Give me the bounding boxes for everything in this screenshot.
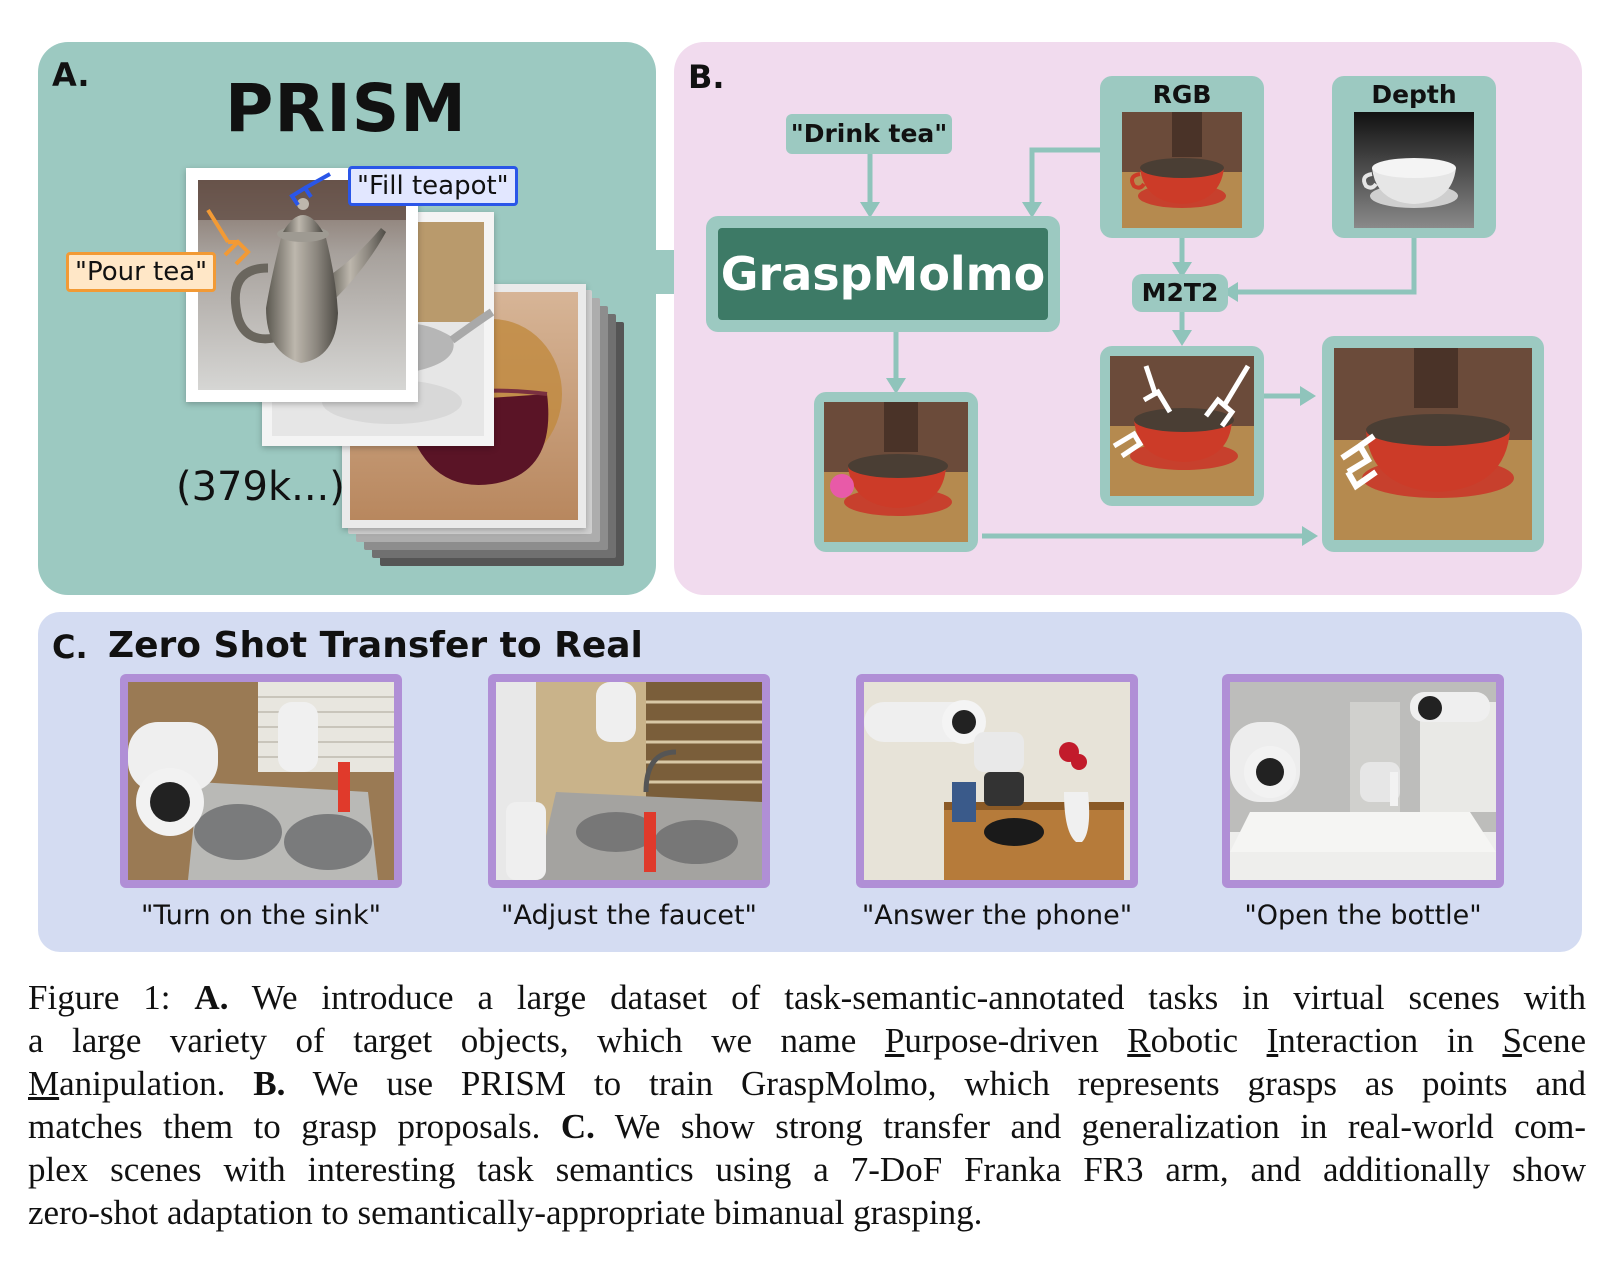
caption-text: We introduce a large dataset of task-sem…	[251, 978, 1587, 1017]
caption-line: Manipulation. B. We use PRISM to train G…	[28, 1062, 1586, 1105]
caption-line: zero-shot adaptation to semantically-app…	[28, 1191, 1586, 1234]
final-grasp-frame	[1322, 336, 1544, 552]
caption-b-label: B.	[253, 1064, 286, 1103]
depth-image	[1354, 112, 1474, 228]
panel-b-letter: B.	[688, 58, 725, 96]
task-caption-sink: "Turn on the sink"	[140, 900, 382, 931]
drink-tea-prompt: "Drink tea"	[786, 114, 952, 154]
caption-underline: S	[1502, 1021, 1522, 1060]
caption-line: Figure 1: A. We introduce a large datase…	[28, 976, 1586, 1019]
teapot-card	[186, 168, 418, 402]
figure-label: Figure 1:	[28, 978, 171, 1017]
fill-teapot-tag: "Fill teapot"	[348, 166, 518, 206]
caption-text: We use PRISM to train GraspMolmo, which …	[312, 1064, 1586, 1103]
caption-c-label: C.	[560, 1107, 595, 1146]
grasp-proposals-frame	[1100, 346, 1264, 506]
caption-underline: M	[28, 1064, 60, 1103]
rgb-frame: RGB	[1100, 76, 1264, 238]
caption-text: cene	[1521, 1021, 1587, 1060]
prism-title: PRISM	[225, 70, 467, 147]
caption-text: obotic	[1150, 1021, 1239, 1060]
pipeline-arrows	[860, 147, 1417, 546]
caption-line: matches them to grasp proposals. C. We s…	[28, 1105, 1586, 1148]
caption-text: We show strong transfer and generalizati…	[614, 1107, 1586, 1146]
final-grasp-image	[1334, 348, 1532, 540]
grasp-markers	[206, 172, 331, 266]
grasp-point-icon	[830, 474, 854, 498]
caption-a-label: A.	[194, 978, 229, 1017]
real-image-faucet-frame	[488, 674, 770, 888]
phone-image	[864, 682, 1130, 880]
panel-c-letter: C.	[52, 628, 88, 666]
caption-underline: R	[1127, 1021, 1151, 1060]
figure-caption: Figure 1: A. We introduce a large datase…	[28, 976, 1586, 1234]
dataset-count: (379k...)	[176, 464, 345, 510]
caption-text: a large variety of target objects, which…	[28, 1021, 857, 1060]
point-prediction-image	[824, 402, 968, 542]
blue-grasp-icon	[289, 185, 313, 207]
teapot-image	[198, 180, 406, 390]
task-caption-bottle: "Open the bottle"	[1244, 900, 1482, 931]
m2t2-label: M2T2	[1132, 274, 1228, 312]
caption-underline: P	[884, 1021, 905, 1060]
caption-text: anipulation.	[59, 1064, 226, 1103]
bottle-image	[1230, 682, 1496, 880]
caption-underline: I	[1266, 1021, 1279, 1060]
caption-text: nteraction in	[1278, 1021, 1474, 1060]
grasp-proposals-image	[1110, 356, 1254, 496]
panel-c-title: Zero Shot Transfer to Real	[108, 625, 643, 666]
depth-frame: Depth	[1332, 76, 1496, 238]
panel-a-letter: A.	[52, 56, 90, 94]
caption-text: matches them to grasp proposals.	[28, 1107, 541, 1146]
caption-line: plex scenes with interesting task semant…	[28, 1148, 1586, 1191]
pour-tea-tag: "Pour tea"	[66, 252, 217, 292]
task-caption-phone: "Answer the phone"	[861, 900, 1133, 931]
gripper-icon	[1112, 364, 1251, 459]
orange-grasp-icon	[206, 208, 230, 244]
caption-text: plex scenes with interesting task semant…	[28, 1150, 1586, 1189]
caption-line: a large variety of target objects, which…	[28, 1019, 1586, 1062]
rgb-title: RGB	[1152, 80, 1212, 109]
depth-title: Depth	[1371, 80, 1457, 109]
real-image-phone-frame	[856, 674, 1138, 888]
sink-image	[128, 682, 394, 880]
gripper-icon	[1340, 433, 1378, 491]
point-prediction-frame	[814, 392, 978, 552]
task-caption-faucet: "Adjust the faucet"	[501, 900, 757, 931]
faucet-image	[496, 682, 762, 880]
rgb-image	[1122, 112, 1242, 228]
caption-text: urpose-driven	[904, 1021, 1099, 1060]
caption-text: zero-shot adaptation to semantically-app…	[28, 1193, 983, 1232]
real-image-bottle-frame	[1222, 674, 1504, 888]
graspmolmo-model: GraspMolmo	[718, 228, 1048, 320]
real-image-sink-frame	[120, 674, 402, 888]
